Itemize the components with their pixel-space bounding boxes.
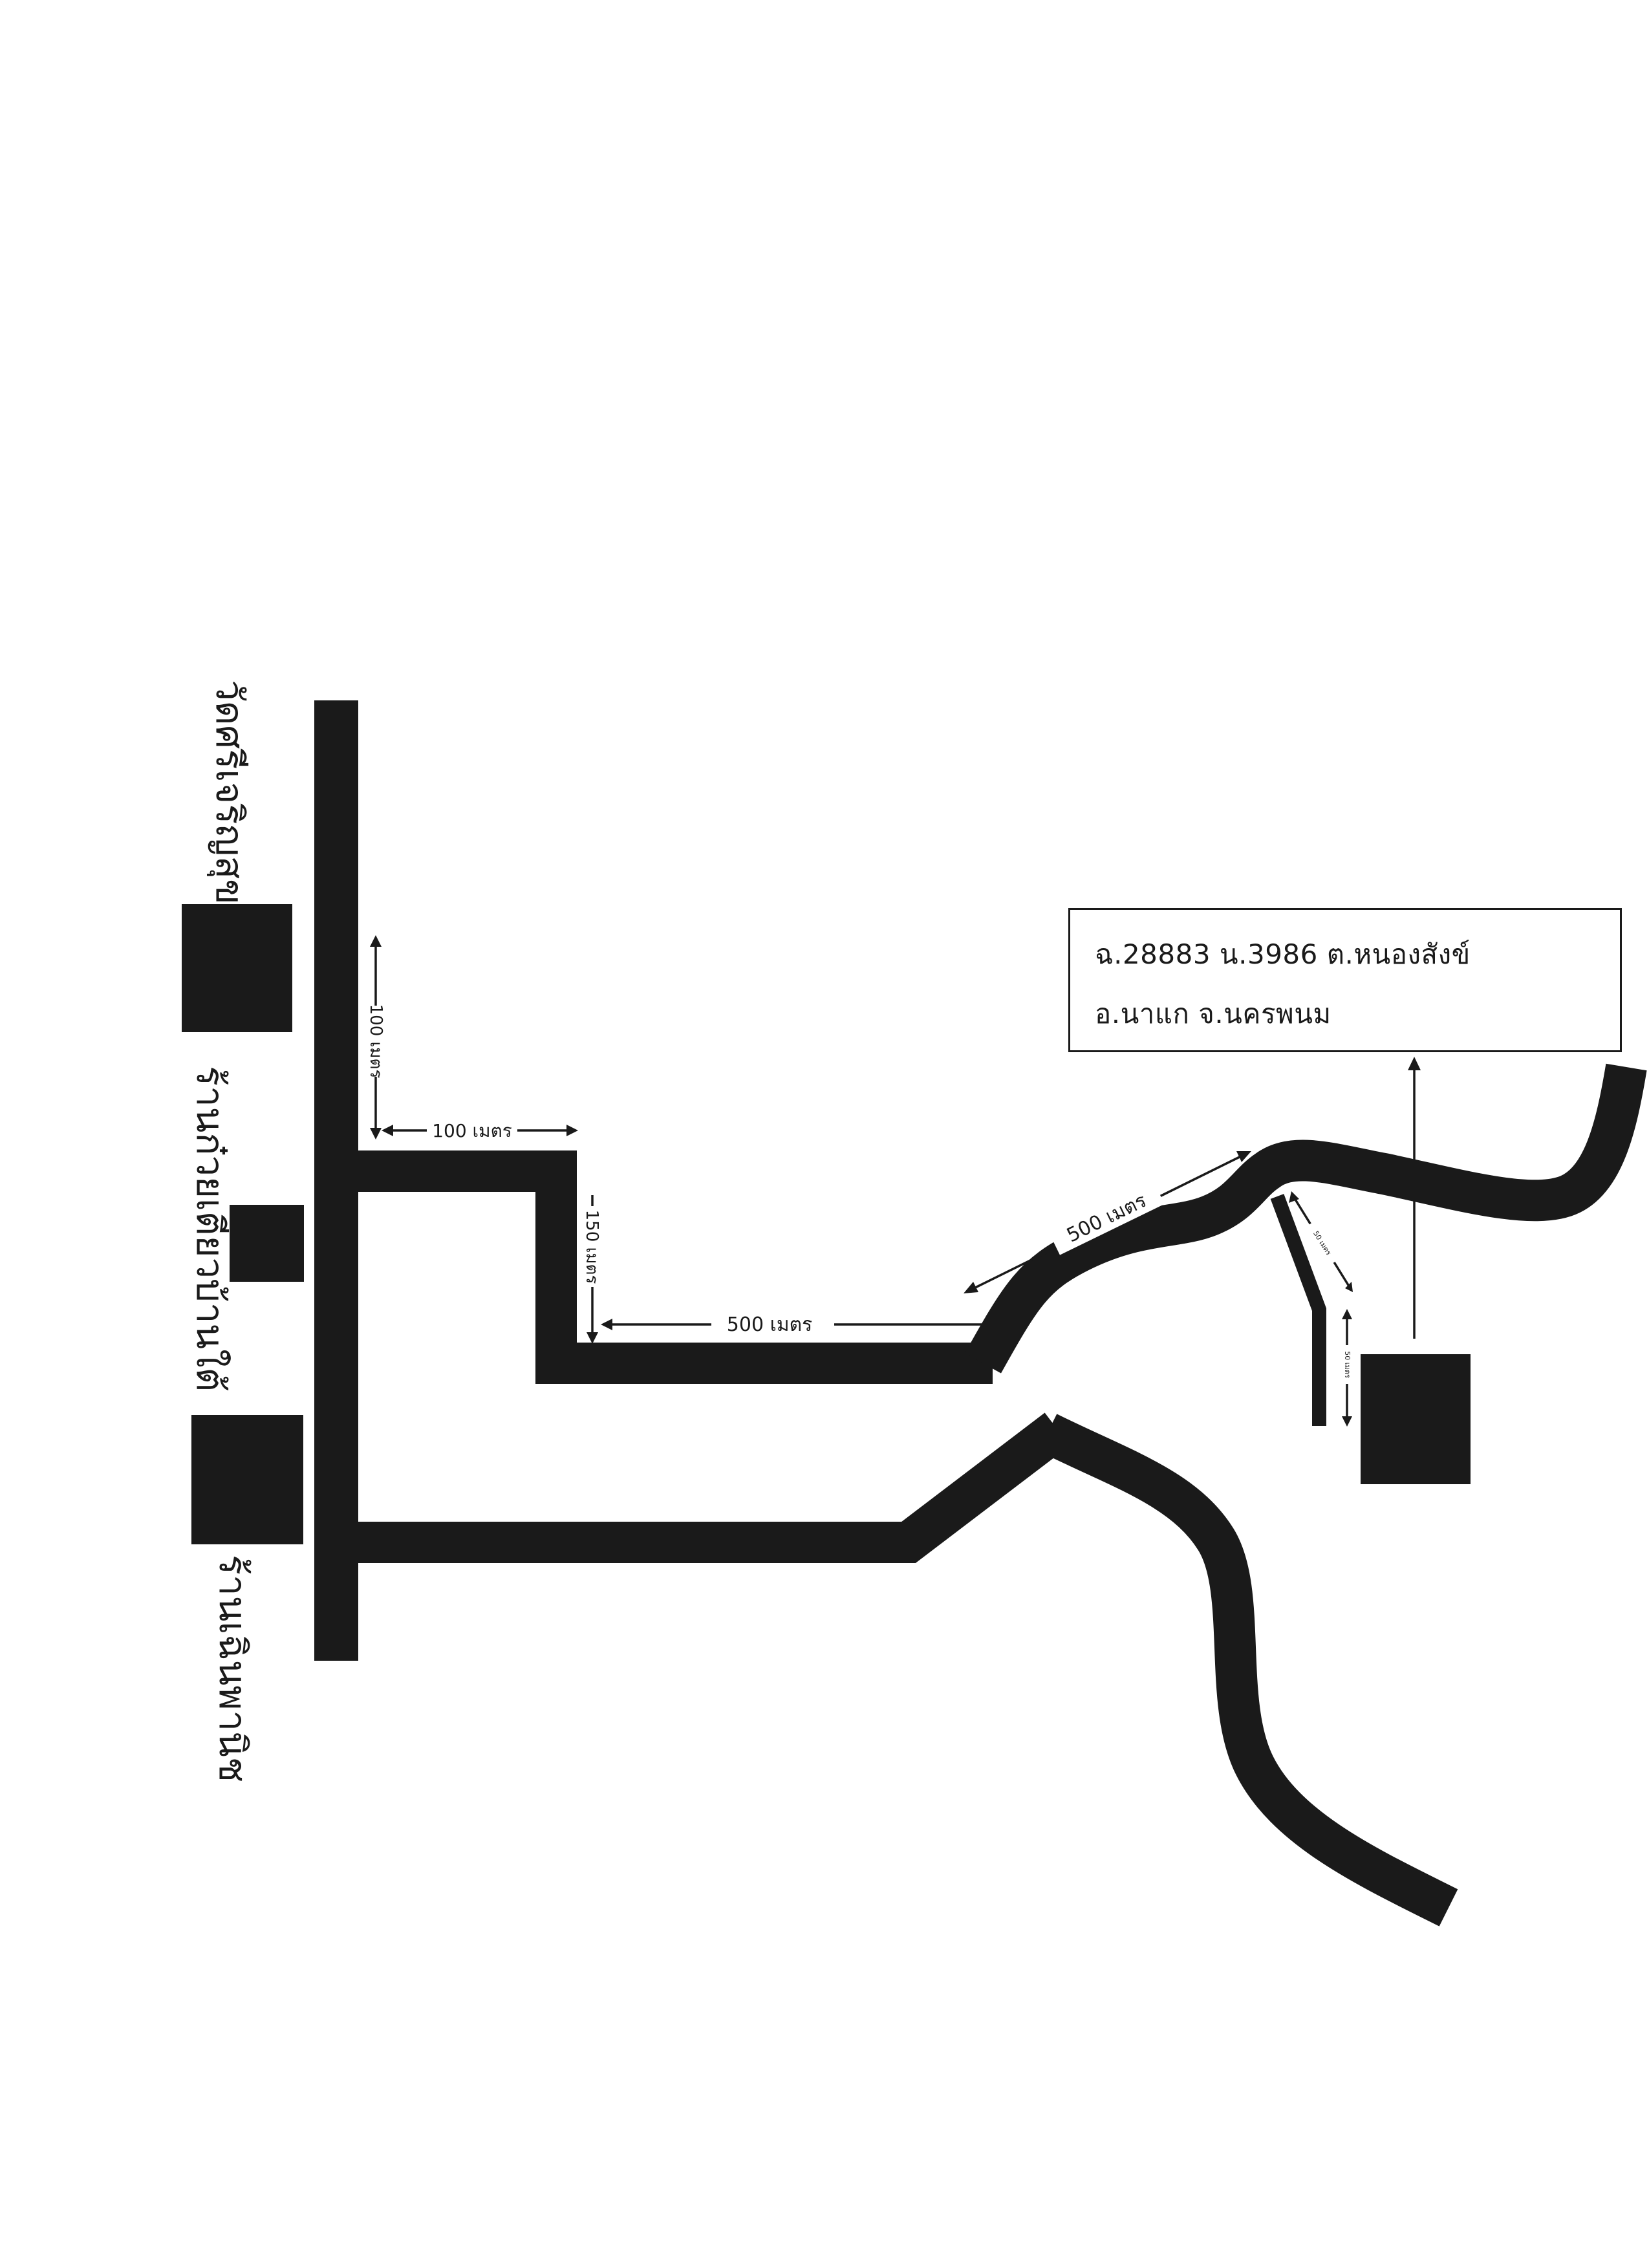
dim-label-bg (427, 1119, 517, 1142)
destination-pointer-arrowhead (1408, 1057, 1421, 1070)
upper-winding-road (965, 1063, 1647, 1374)
landmark-label-chen-shop: ร้านเฉินพานิช (211, 1555, 255, 1782)
distance-label-vertical-100: 100 เมตร (366, 1004, 385, 1079)
destination-block (1361, 1354, 1471, 1484)
dim-label-bg (579, 1206, 606, 1287)
address-line-1: ฉ.28883 น.3986 ต.หนองสังข์ (1095, 938, 1471, 970)
dim-label-bg (1048, 1180, 1165, 1255)
distance-label-horizontal-500: 500 เมตร (727, 1313, 812, 1336)
destination-address-box: ฉ.28883 น.3986 ต.หนองสังข์ อ.นาแก จ.นครพ… (1068, 908, 1622, 1052)
noodle-shop-block (230, 1205, 304, 1282)
dim-diagonal-500-head-high (1236, 1151, 1251, 1162)
temple-block (182, 904, 292, 1032)
dim-label-bg (1341, 1345, 1353, 1384)
distance-label-vertical-150: 150 เมตร (582, 1210, 601, 1284)
dim-side-vertical-head-bottom (1342, 1416, 1352, 1427)
landmark-label-noodle-shop: ร้านก๋วยเตี๋ยวบ้านใต้ (188, 1066, 238, 1392)
landmark-label-temple: วัดศรีเจริญสุข (206, 680, 252, 905)
dim-label-bg (1306, 1220, 1341, 1265)
dim-vertical-150-head-bottom (587, 1332, 598, 1344)
dim-horizontal-100-head-left (382, 1125, 393, 1136)
dim-vertical-100-head-bottom (370, 1128, 382, 1139)
dim-horizontal-100-head-right (566, 1125, 578, 1136)
dim-side-vertical-head-top (1342, 1309, 1352, 1319)
dim-side-diagonal-head-top (1289, 1191, 1299, 1203)
dim-diagonal-500-head-low (964, 1282, 978, 1293)
dim-horizontal-500-head-left (601, 1319, 612, 1330)
address-line-2: อ.นาแก จ.นครพนม (1095, 998, 1331, 1030)
dim-label-bg (362, 1006, 389, 1077)
upper-branch-road (336, 1150, 993, 1384)
distance-label-side-vertical: 50 เมตร (1343, 1351, 1352, 1378)
distance-label-horizontal-100: 100 เมตร (432, 1120, 512, 1141)
chen-shop-block (191, 1415, 303, 1544)
dim-side-diagonal-head-bottom (1345, 1282, 1353, 1292)
lower-winding-road (1038, 1414, 1458, 1927)
lower-branch-road (336, 1412, 1070, 1563)
side-lane (1270, 1194, 1326, 1426)
dim-label-bg (711, 1312, 834, 1337)
dim-horizontal-500-head-right (987, 1319, 998, 1330)
dim-vertical-100-head-top (370, 935, 382, 947)
